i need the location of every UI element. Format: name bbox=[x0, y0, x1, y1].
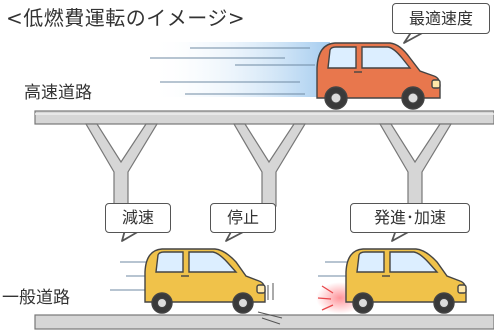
car-window bbox=[327, 46, 357, 69]
stop-bubble: 停止 bbox=[210, 203, 276, 233]
stop-text: 停止 bbox=[226, 208, 259, 227]
accelerating-car bbox=[345, 248, 467, 314]
car-window bbox=[361, 46, 412, 69]
highway-car bbox=[316, 42, 441, 110]
start-accelerate-bubble: 発進･加速 bbox=[350, 203, 470, 233]
pillar bbox=[232, 123, 307, 207]
local-road bbox=[34, 314, 494, 330]
decelerating-car bbox=[144, 248, 283, 325]
decelerate-text: 減速 bbox=[121, 208, 154, 227]
car-window bbox=[389, 251, 439, 273]
car-window bbox=[155, 251, 184, 273]
car-window bbox=[188, 251, 238, 273]
highway-deck bbox=[34, 110, 494, 125]
optimal-speed-text: 最適速度 bbox=[408, 8, 473, 28]
pillar bbox=[84, 123, 159, 207]
pillar bbox=[378, 123, 453, 207]
decelerate-bubble: 減速 bbox=[105, 203, 171, 233]
car-window bbox=[356, 251, 385, 273]
start-accelerate-text: 発進･加速 bbox=[373, 208, 446, 227]
diagram-title: <低燃費運転のイメージ> bbox=[6, 6, 246, 30]
highway-label: 高速道路 bbox=[24, 83, 92, 103]
optimal-speed-bubble: 最適速度 bbox=[392, 3, 490, 34]
local-road-label: 一般道路 bbox=[2, 288, 70, 308]
highway-pillars bbox=[84, 123, 453, 207]
speed-effect bbox=[150, 42, 330, 97]
